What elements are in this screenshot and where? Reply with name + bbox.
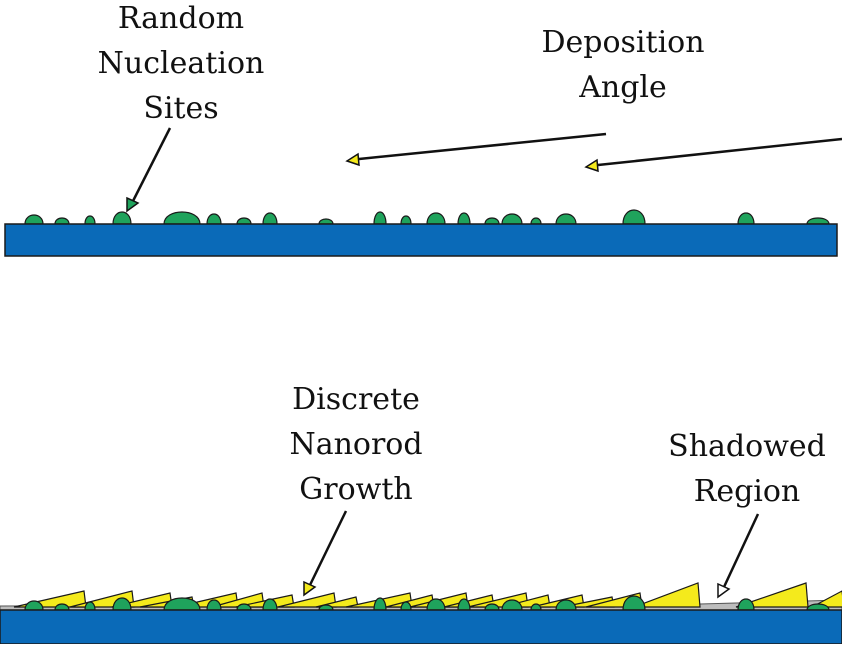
top-nucleus-4 (112, 211, 132, 225)
top-nuclei-group (24, 209, 830, 225)
top-nucleus-10 (373, 211, 387, 225)
shadowed-label: Shadowed Region (668, 424, 826, 514)
top-nucleus-14 (484, 217, 500, 225)
top-nucleus-15 (501, 213, 523, 225)
nucleation-label-line-3: Sites (143, 91, 219, 126)
nanorod-arrowhead (303, 580, 317, 597)
bottom-nucleus-7 (236, 603, 252, 611)
top-nucleus-18 (622, 209, 646, 225)
deposition-label-line-1: Deposition (541, 25, 705, 60)
nanorod-8 (277, 592, 337, 608)
deposition-label-line-2: Angle (579, 70, 667, 105)
nanorod-label-line-2: Nanorod (289, 427, 423, 462)
bottom-nucleus-14 (484, 603, 500, 611)
nanorod-20 (735, 582, 809, 608)
nanorod-19 (633, 582, 701, 608)
nanorod-label-line-1: Discrete (292, 382, 420, 417)
nanorod-label-line-3: Growth (299, 472, 413, 507)
top-nucleus-12 (426, 212, 446, 225)
nucleation-label-line-2: Nucleation (97, 46, 265, 81)
top-nucleus-17 (555, 213, 577, 225)
top-nucleus-11 (400, 215, 412, 225)
bottom-substrate (0, 609, 842, 645)
nucleation-arrowhead (126, 196, 140, 213)
bottom-panel (0, 510, 842, 645)
top-nucleus-19 (737, 212, 755, 225)
top-substrate (4, 223, 838, 257)
nanorod-1 (13, 590, 87, 608)
top-nucleus-13 (457, 212, 471, 225)
deposition-arrow-2 (597, 137, 842, 167)
bottom-nucleus-3 (84, 601, 96, 611)
deposition-arrowhead-2 (584, 158, 599, 173)
bottom-nucleus-19 (737, 598, 755, 611)
top-nucleus-1 (24, 214, 44, 225)
shadowed-label-line-2: Region (693, 474, 801, 509)
nucleation-label: Random Nucleation Sites (98, 0, 265, 131)
deposition-arrowhead-1 (345, 152, 360, 167)
nucleation-arrow (131, 127, 172, 202)
bottom-nucleus-11 (400, 601, 412, 611)
shadowed-label-line-1: Shadowed (668, 429, 826, 464)
bottom-nucleus-2 (54, 603, 70, 611)
bottom-nucleus-20 (806, 603, 830, 611)
nucleation-label-line-1: Random (117, 1, 245, 36)
shadowed-arrow (722, 513, 760, 588)
top-nucleus-2 (54, 217, 70, 225)
nanorod-label: Discrete Nanorod Growth (289, 377, 422, 512)
bottom-nucleus-16 (530, 603, 542, 611)
top-panel (4, 127, 842, 257)
top-nucleus-20 (806, 217, 830, 225)
top-nucleus-6 (206, 213, 222, 225)
deposition-label: Deposition Angle (541, 20, 704, 110)
top-nucleus-5 (163, 211, 201, 225)
nanorod-arrow (308, 510, 348, 586)
top-nucleus-16 (530, 217, 542, 225)
top-nucleus-8 (262, 212, 278, 225)
deposition-arrow-1 (358, 132, 607, 161)
top-nucleus-3 (84, 215, 96, 225)
top-nucleus-7 (236, 217, 252, 225)
shadowed-arrowhead (717, 582, 731, 599)
